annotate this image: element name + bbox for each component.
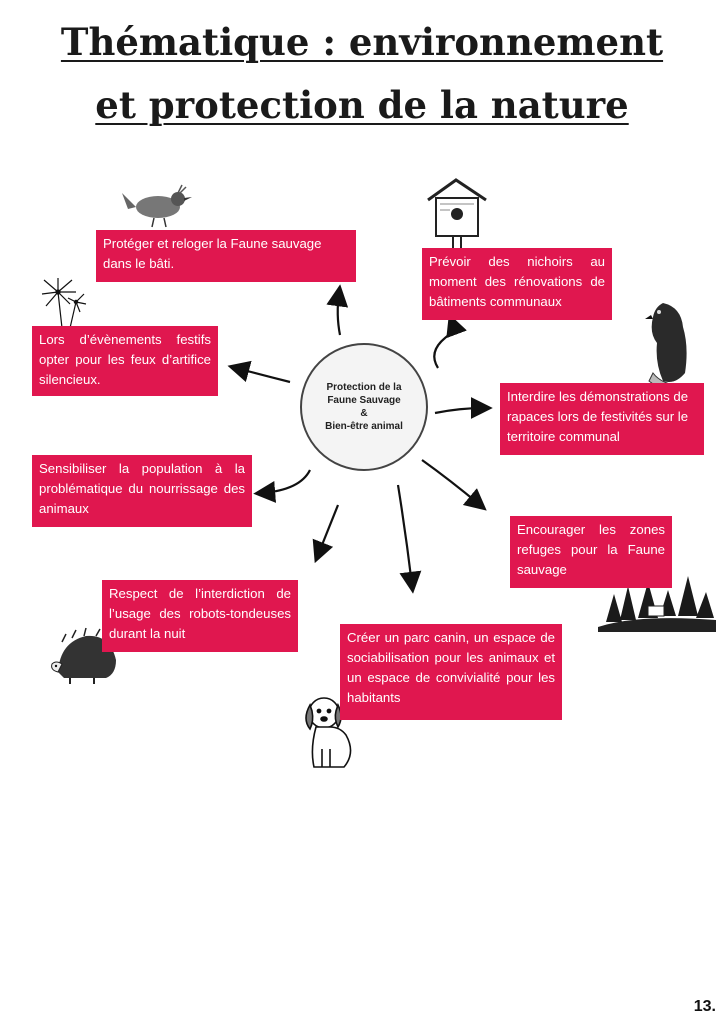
title-line-2: et protection de la nature (95, 83, 629, 127)
box-nesting-boxes: Prévoir des nichoirs au moment des rénov… (422, 248, 612, 320)
title-line-1: Thématique : environnement (60, 20, 664, 64)
box-raptor-ban: Interdire les démonstrations de rapaces … (500, 383, 704, 455)
central-topic: Protection de la Faune Sauvage & Bien-êt… (300, 343, 428, 471)
box-dog-park: Créer un parc canin, un espace de sociab… (340, 624, 562, 720)
arrow-left (227, 360, 291, 384)
box-feeding-awareness: Sensibiliser la population à la probléma… (32, 455, 252, 527)
box-relocate-wildlife: Protéger et reloger la Faune sauvage dan… (96, 230, 356, 282)
arrow-up-right (433, 313, 467, 369)
box-robot-mowers: Respect de l’interdiction de l’usage des… (102, 580, 298, 652)
box-silent-fireworks: Lors d’évènements festifs opter pour les… (32, 326, 218, 396)
arrow-down-left (253, 469, 311, 503)
center-line-4: Bien-être animal (325, 421, 403, 432)
arrow-down-right (421, 459, 487, 511)
fireworks-icon (41, 278, 87, 329)
falcon-icon (645, 303, 698, 392)
page-number: 13. (693, 998, 716, 1015)
birdhouse-icon (427, 178, 487, 259)
arrow-right (434, 397, 493, 420)
bird-icon (122, 184, 192, 228)
box-refuge-zones: Encourager les zones refuges pour la Fau… (510, 516, 672, 588)
center-line-3: & (360, 408, 368, 419)
center-line-2: Faune Sauvage (327, 395, 401, 406)
arrow-down (396, 484, 422, 594)
center-line-1: Protection de la (326, 382, 402, 393)
arrow-down-left-2 (312, 504, 340, 564)
arrow-up (326, 284, 349, 336)
